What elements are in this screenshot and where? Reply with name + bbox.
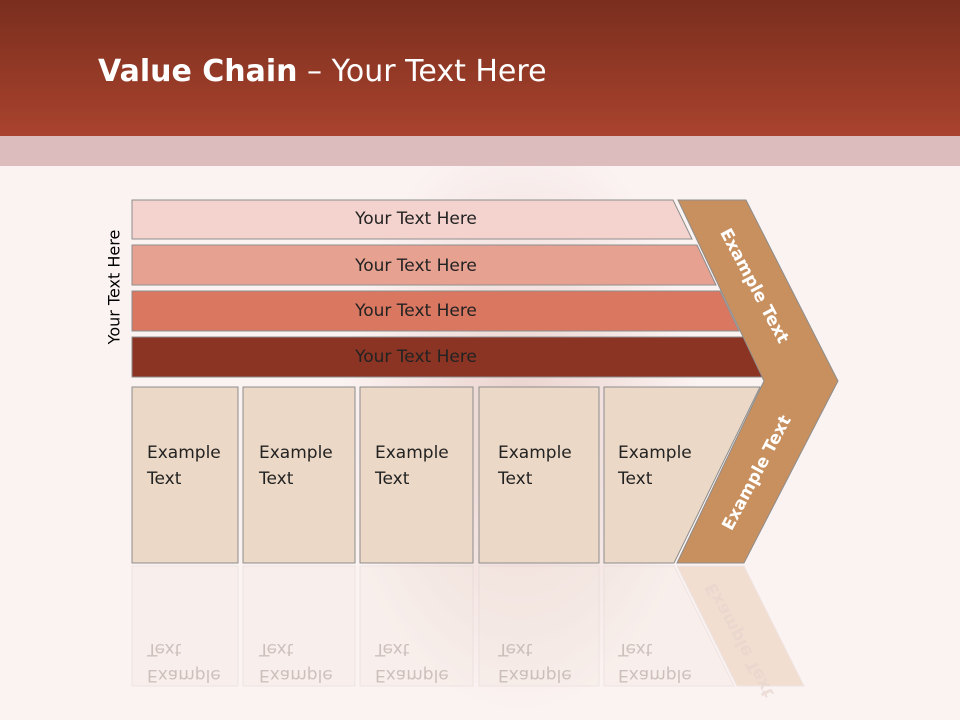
- activity-reflection-4: Example Text: [498, 636, 572, 688]
- reflection: [131, 565, 805, 687]
- header-band: [0, 0, 960, 136]
- activity-box-1: [131, 386, 239, 564]
- support-row-2: [131, 244, 717, 286]
- activity-reflection-5: Example Text: [618, 636, 692, 688]
- activity-reflection-3-line1: Example: [375, 665, 449, 685]
- activity-reflection-1: Example Text: [147, 636, 221, 688]
- title-bold: Value Chain: [98, 54, 298, 89]
- activity-reflection-5-line1: Example: [618, 665, 692, 685]
- support-row-label-2: Your Text Here: [355, 256, 477, 276]
- activity-label-1-line2: Text: [147, 469, 182, 489]
- support-row-1: [131, 199, 693, 240]
- support-row-3: [131, 290, 740, 332]
- activity-box-5: [603, 386, 761, 564]
- activity-reflection-5-line2: Text: [618, 639, 653, 659]
- activity-reflection-2: Example Text: [259, 636, 333, 688]
- activity-reflection-1-line1: Example: [147, 665, 221, 685]
- support-row-label-3: Your Text Here: [355, 301, 477, 321]
- activity-box-2: [242, 386, 356, 564]
- title-rest: – Your Text Here: [297, 54, 547, 89]
- header-subband: [0, 136, 960, 166]
- activity-reflection-1-line2: Text: [147, 639, 182, 659]
- activity-label-2-line1: Example: [259, 443, 333, 463]
- activity-label-2-line2: Text: [259, 469, 294, 489]
- activity-label-3-line1: Example: [375, 443, 449, 463]
- activity-label-5-line2: Text: [618, 469, 653, 489]
- activity-reflection-3: Example Text: [375, 636, 449, 688]
- activity-reflection-3-line2: Text: [375, 639, 410, 659]
- activity-label-1-line1: Example: [147, 443, 221, 463]
- support-row-label-4: Your Text Here: [355, 347, 477, 367]
- page-title: Value Chain – Your Text Here: [98, 54, 547, 89]
- activity-reflection-2-line1: Example: [259, 665, 333, 685]
- activity-label-5-line1: Example: [618, 443, 692, 463]
- activity-reflection-4-line2: Text: [498, 639, 533, 659]
- activity-box-4: [478, 386, 600, 564]
- activity-label-3-line2: Text: [375, 469, 410, 489]
- activity-reflection-2-line2: Text: [259, 639, 294, 659]
- support-row-label-1: Your Text Here: [355, 209, 477, 229]
- activity-label-4-line1: Example: [498, 443, 572, 463]
- activity-label-4-line2: Text: [498, 469, 533, 489]
- margin-chevron: [676, 199, 839, 564]
- side-label: Your Text Here: [104, 229, 124, 345]
- activity-reflection-4-line1: Example: [498, 665, 572, 685]
- activity-box-3: [359, 386, 474, 564]
